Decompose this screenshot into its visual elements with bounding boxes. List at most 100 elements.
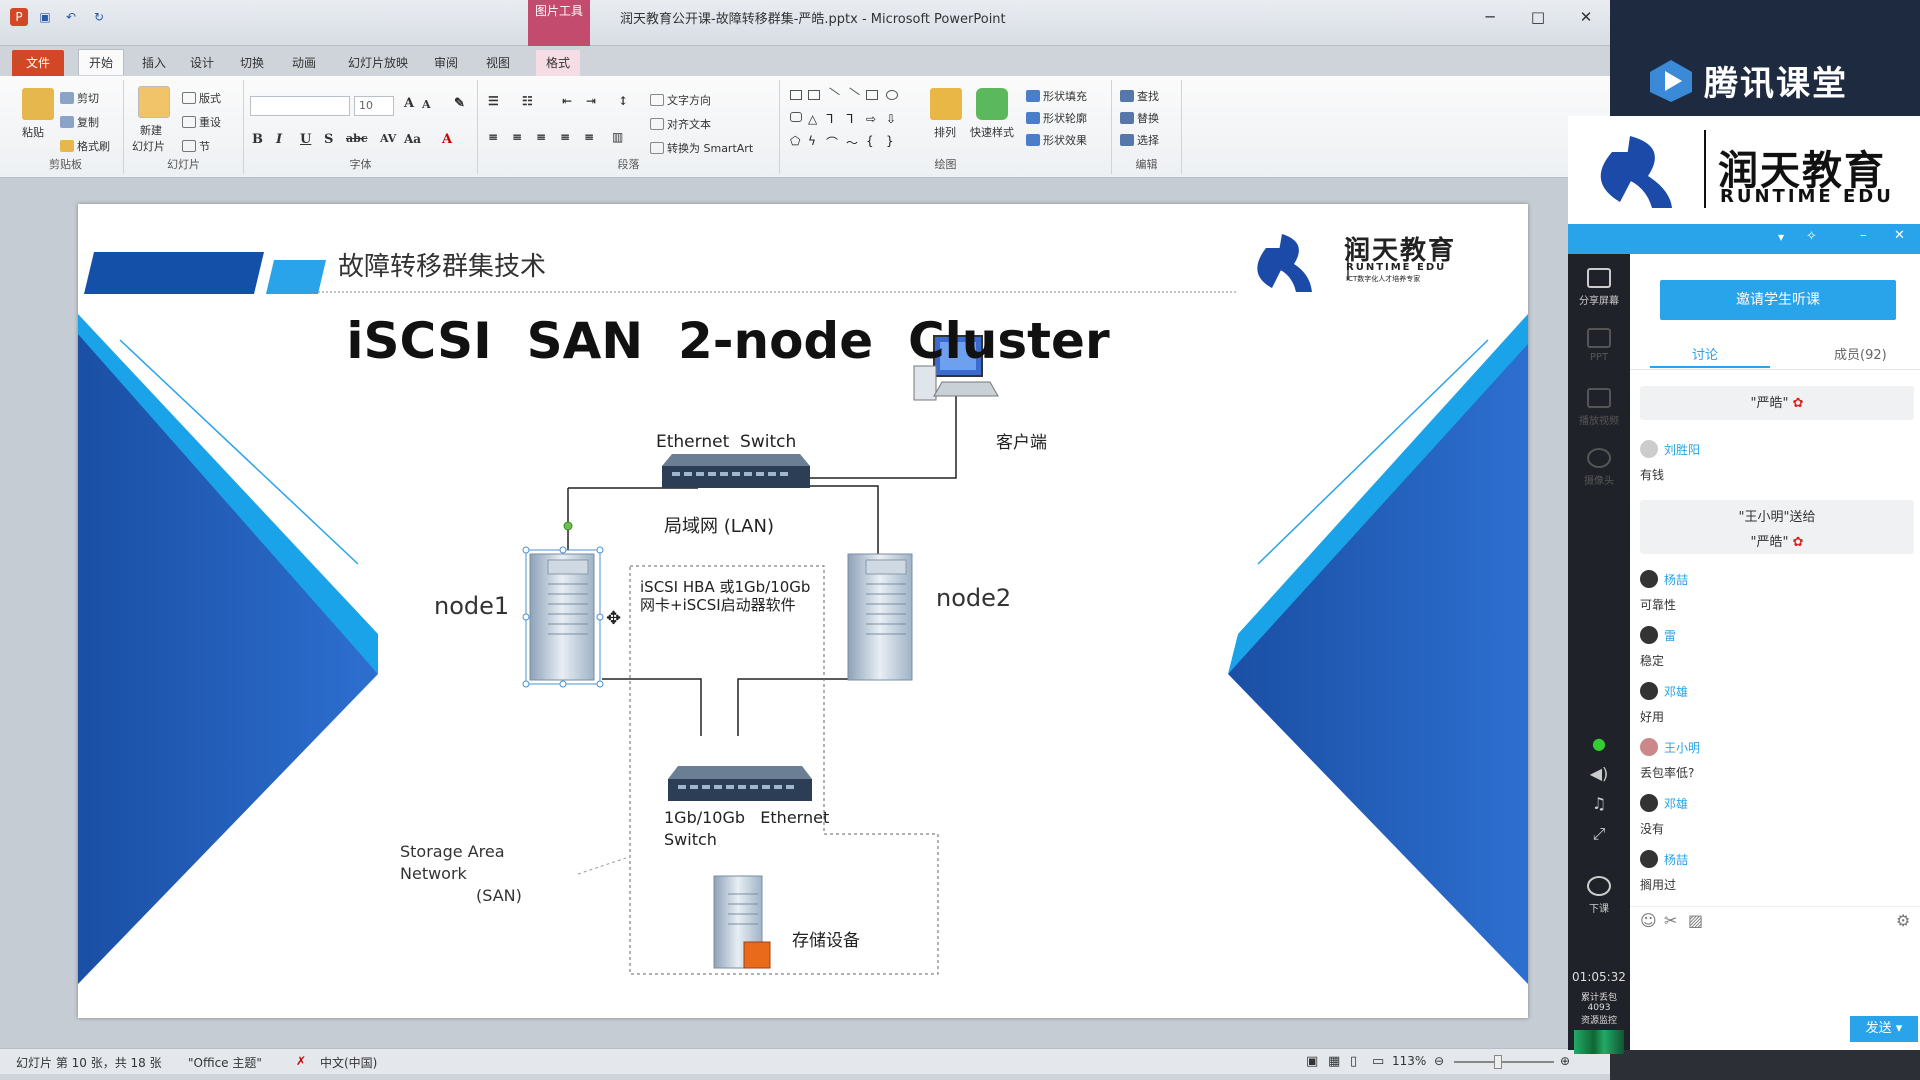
- zoom-slider[interactable]: [1454, 1061, 1554, 1063]
- share-screen-button[interactable]: 分享屏幕: [1568, 268, 1630, 307]
- camera-button[interactable]: 摄像头: [1568, 448, 1630, 487]
- arrange-icon[interactable]: [930, 88, 962, 120]
- tab-slideshow[interactable]: 幻灯片放映: [348, 56, 409, 70]
- powerpoint-app-icon[interactable]: P: [10, 8, 28, 26]
- font-family-select[interactable]: [250, 96, 350, 116]
- reading-view-icon[interactable]: ▯: [1350, 1054, 1358, 1069]
- scissors-icon[interactable]: ✂: [1664, 911, 1678, 930]
- layout-button[interactable]: 版式: [182, 90, 221, 106]
- grow-font-icon[interactable]: A: [404, 96, 415, 111]
- fullscreen-icon[interactable]: ⤢: [1592, 824, 1606, 843]
- end-class-button[interactable]: 下课: [1568, 876, 1630, 915]
- zoom-level[interactable]: 113%: [1392, 1054, 1427, 1068]
- shape-lightning-icon[interactable]: ϟ: [808, 134, 816, 148]
- strikethrough-icon[interactable]: abc: [346, 132, 368, 145]
- panel-close-icon[interactable]: ✕: [1894, 228, 1905, 243]
- indent-decrease-icon[interactable]: ⇤: [562, 94, 573, 108]
- shrink-font-icon[interactable]: A: [422, 98, 431, 111]
- redo-icon[interactable]: ↻: [93, 10, 105, 24]
- line-spacing-icon[interactable]: ↕: [618, 94, 629, 108]
- settings-icon[interactable]: ⚙: [1896, 911, 1911, 930]
- shape-elbow2-icon[interactable]: ᒣ: [846, 112, 854, 126]
- bullets-icon[interactable]: ☰: [488, 94, 499, 108]
- resource-monitor[interactable]: 资源监控: [1580, 1016, 1617, 1026]
- zoom-in-button[interactable]: ⊕: [1560, 1054, 1571, 1068]
- emoji-icon[interactable]: ☺: [1640, 911, 1657, 930]
- columns-icon[interactable]: ▥: [612, 130, 624, 144]
- normal-view-icon[interactable]: ▣: [1306, 1054, 1319, 1069]
- reset-button[interactable]: 重设: [182, 114, 221, 130]
- smartart-button[interactable]: 转换为 SmartArt: [650, 140, 753, 156]
- copy-button[interactable]: 复制: [60, 114, 99, 130]
- align-right-icon[interactable]: ≡: [536, 130, 547, 144]
- theme-name[interactable]: "Office 主题": [188, 1056, 262, 1070]
- find-button[interactable]: 查找: [1120, 88, 1159, 104]
- pin-icon[interactable]: ✧: [1806, 229, 1817, 244]
- shape-brace-close-icon[interactable]: }: [886, 134, 894, 148]
- replace-button[interactable]: 替换: [1120, 110, 1159, 126]
- paste-icon[interactable]: [22, 88, 54, 120]
- new-slide-button[interactable]: 新建: [140, 124, 162, 137]
- tab-review[interactable]: 审阅: [434, 56, 459, 70]
- shape-arrow-icon[interactable]: [844, 87, 860, 103]
- image-icon[interactable]: ▨: [1688, 911, 1704, 930]
- zoom-out-button[interactable]: ⊖: [1434, 1054, 1445, 1068]
- send-button[interactable]: 发送 ▾: [1850, 1016, 1918, 1042]
- slideshow-view-icon[interactable]: ▭: [1372, 1054, 1385, 1069]
- undo-icon[interactable]: ↶: [65, 10, 77, 24]
- save-icon[interactable]: ▣: [39, 10, 51, 24]
- shape-roundrect-icon[interactable]: [790, 112, 802, 122]
- paste-button[interactable]: 粘贴: [22, 126, 44, 139]
- music-icon[interactable]: ♫: [1591, 794, 1607, 813]
- tab-home[interactable]: 开始: [78, 49, 125, 75]
- dropdown-icon[interactable]: ▾: [1778, 230, 1785, 244]
- format-painter-button[interactable]: 格式刷: [60, 138, 110, 154]
- arrange-button[interactable]: 排列: [934, 126, 956, 139]
- language-indicator[interactable]: 中文(中国): [320, 1056, 378, 1070]
- tab-members[interactable]: 成员(92): [1834, 348, 1887, 363]
- section-button[interactable]: 节: [182, 138, 210, 154]
- clear-format-icon[interactable]: ✎: [454, 96, 465, 111]
- align-center-icon[interactable]: ≡: [512, 130, 523, 144]
- shape-brace-open-icon[interactable]: {: [866, 134, 874, 148]
- zoom-slider-thumb[interactable]: [1494, 1055, 1502, 1069]
- minimize-button[interactable]: ─: [1485, 8, 1495, 26]
- shape-textbox2-icon[interactable]: [808, 90, 820, 100]
- quick-styles-button[interactable]: 快速样式: [970, 126, 1014, 139]
- ppt-button[interactable]: PPT: [1568, 328, 1630, 363]
- tab-animations[interactable]: 动画: [292, 56, 317, 70]
- microphone-icon[interactable]: ●: [1592, 734, 1606, 753]
- tab-format[interactable]: 格式: [536, 50, 581, 76]
- new-slide-label[interactable]: 幻灯片: [132, 140, 165, 153]
- align-text-button[interactable]: 对齐文本: [650, 116, 711, 132]
- text-direction-button[interactable]: 文字方向: [650, 92, 711, 108]
- underline-icon[interactable]: U: [300, 132, 312, 147]
- numbering-icon[interactable]: ☷: [522, 94, 533, 108]
- tab-discuss[interactable]: 讨论: [1692, 348, 1719, 363]
- shape-pentagon-icon[interactable]: ⬠: [790, 134, 801, 148]
- spellcheck-icon[interactable]: ✗: [296, 1054, 307, 1068]
- tab-file[interactable]: 文件: [12, 50, 64, 76]
- font-color-icon[interactable]: A: [442, 132, 453, 147]
- node1-selection-box[interactable]: [522, 521, 604, 688]
- tab-insert[interactable]: 插入: [142, 56, 167, 70]
- tab-transitions[interactable]: 切换: [240, 56, 265, 70]
- shape-effects-button[interactable]: 形状效果: [1026, 132, 1087, 148]
- tab-design[interactable]: 设计: [190, 56, 215, 70]
- shape-curve-icon[interactable]: ⌒: [826, 136, 839, 150]
- shape-textbox-icon[interactable]: [790, 90, 802, 100]
- bold-icon[interactable]: B: [252, 132, 263, 147]
- shape-line-icon[interactable]: [824, 87, 840, 103]
- font-size-select[interactable]: 10: [354, 96, 394, 116]
- select-button[interactable]: 选择: [1120, 132, 1159, 148]
- quick-styles-icon[interactable]: [976, 88, 1008, 120]
- maximize-button[interactable]: □: [1530, 8, 1546, 26]
- shape-down-arrow-icon[interactable]: ⇩: [886, 112, 897, 126]
- play-video-button[interactable]: 播放视频: [1568, 388, 1630, 427]
- justify-icon[interactable]: ≡: [560, 130, 571, 144]
- shape-right-arrow-icon[interactable]: ⇨: [866, 112, 877, 126]
- cut-button[interactable]: 剪切: [60, 90, 99, 106]
- shape-freeform-icon[interactable]: 〜: [846, 136, 859, 150]
- change-case-icon[interactable]: Aa: [404, 132, 422, 146]
- indent-increase-icon[interactable]: ⇥: [586, 94, 597, 108]
